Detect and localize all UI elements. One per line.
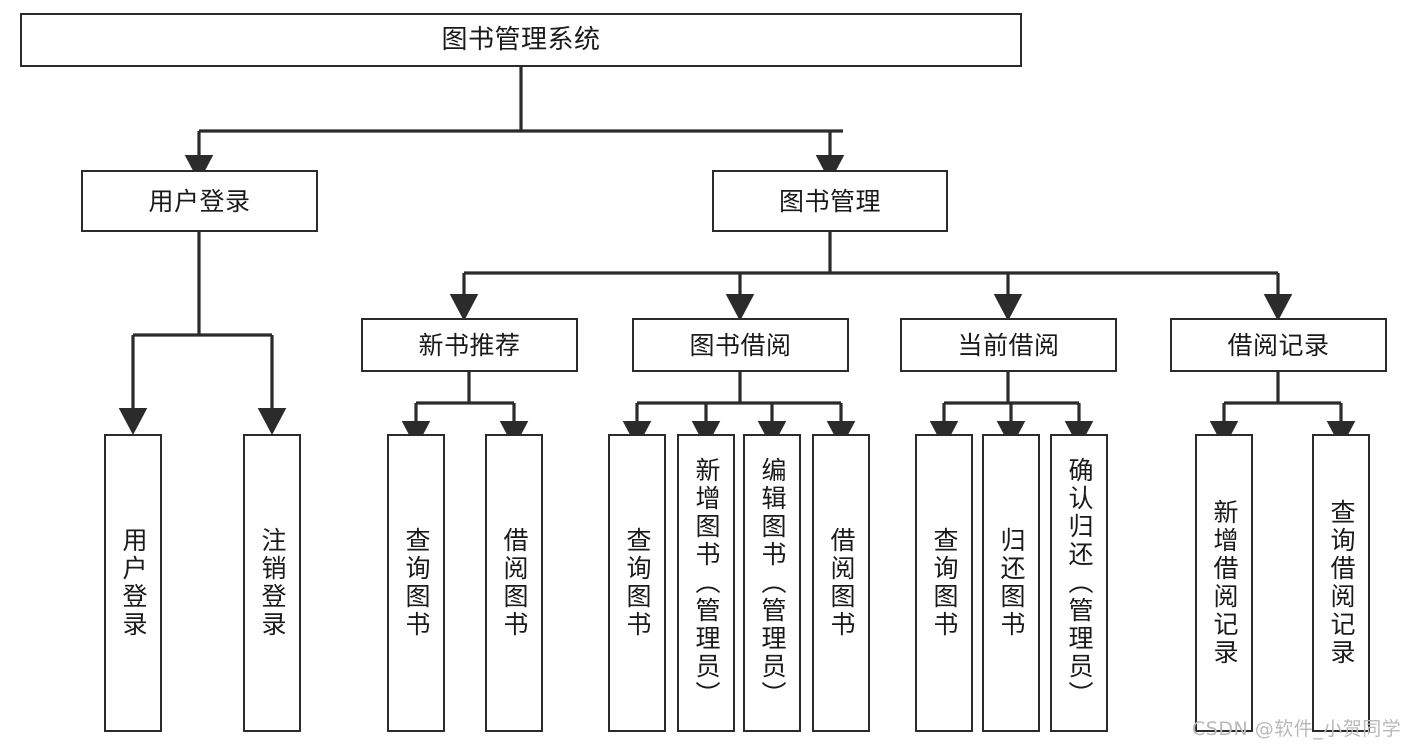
leaf-query-record-label: 查询借阅记录 xyxy=(1327,499,1356,667)
leaf-logout[interactable]: 注销登录 xyxy=(243,434,301,732)
leaf-query-record[interactable]: 查询借阅记录 xyxy=(1312,434,1370,732)
leaf-logout-label: 注销登录 xyxy=(258,527,287,639)
leaf-borrow-book-1-label: 借阅图书 xyxy=(500,527,529,639)
node-borrow-record-label: 借阅记录 xyxy=(1227,330,1330,360)
leaf-user-login-label: 用户登录 xyxy=(119,527,148,639)
leaf-query-book-3-label: 查询图书 xyxy=(930,527,959,639)
leaf-query-book-2-label: 查询图书 xyxy=(623,527,652,639)
leaf-add-record-label: 新增借阅记录 xyxy=(1210,499,1239,667)
node-user-login[interactable]: 用户登录 xyxy=(81,170,318,232)
leaf-confirm-return-label: 确认归还（管理员） xyxy=(1065,457,1094,709)
leaf-return-book[interactable]: 归还图书 xyxy=(982,434,1040,732)
node-book-borrow-label: 图书借阅 xyxy=(689,330,792,360)
leaf-confirm-return[interactable]: 确认归还（管理员） xyxy=(1050,434,1108,732)
node-new-book-recommend-label: 新书推荐 xyxy=(418,330,521,360)
leaf-return-book-label: 归还图书 xyxy=(997,527,1026,639)
leaf-add-book-label: 新增图书（管理员） xyxy=(692,457,721,709)
node-root-label: 图书管理系统 xyxy=(441,24,601,55)
leaf-query-book-1-label: 查询图书 xyxy=(402,527,431,639)
leaf-borrow-book-2-label: 借阅图书 xyxy=(827,527,856,639)
leaf-query-book-3[interactable]: 查询图书 xyxy=(915,434,973,732)
node-current-borrow[interactable]: 当前借阅 xyxy=(900,318,1117,372)
leaf-user-login[interactable]: 用户登录 xyxy=(104,434,162,732)
node-new-book-recommend[interactable]: 新书推荐 xyxy=(361,318,578,372)
node-book-borrow[interactable]: 图书借阅 xyxy=(632,318,849,372)
node-borrow-record[interactable]: 借阅记录 xyxy=(1170,318,1387,372)
node-book-management-label: 图书管理 xyxy=(778,186,881,216)
node-user-login-label: 用户登录 xyxy=(148,186,251,216)
csdn-watermark: CSDN @软件_小贺同学 xyxy=(1192,718,1402,740)
leaf-borrow-book-2[interactable]: 借阅图书 xyxy=(812,434,870,732)
leaf-add-record[interactable]: 新增借阅记录 xyxy=(1195,434,1253,732)
node-book-management[interactable]: 图书管理 xyxy=(712,170,948,232)
node-current-borrow-label: 当前借阅 xyxy=(957,330,1060,360)
leaf-edit-book-label: 编辑图书（管理员） xyxy=(758,457,787,709)
leaf-add-book[interactable]: 新增图书（管理员） xyxy=(677,434,735,732)
node-root[interactable]: 图书管理系统 xyxy=(20,13,1022,67)
leaf-borrow-book-1[interactable]: 借阅图书 xyxy=(485,434,543,732)
leaf-edit-book[interactable]: 编辑图书（管理员） xyxy=(743,434,801,732)
leaf-query-book-2[interactable]: 查询图书 xyxy=(608,434,666,732)
leaf-query-book-1[interactable]: 查询图书 xyxy=(387,434,445,732)
